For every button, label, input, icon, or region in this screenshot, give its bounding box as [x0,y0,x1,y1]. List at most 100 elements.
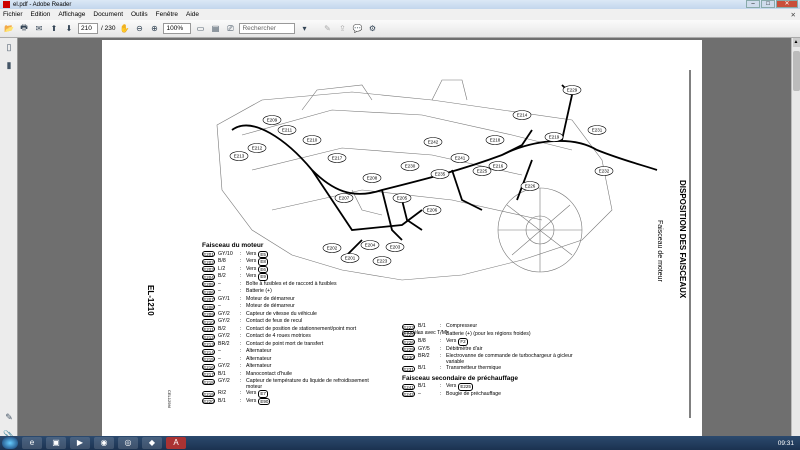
fit-width-icon[interactable]: ▤ [211,24,220,33]
scrollbar-thumb[interactable] [792,51,800,91]
connector-text: E209 [267,118,278,123]
connector-description: Compresseur [446,323,478,329]
separator: : [240,318,242,324]
zoom-out-icon[interactable]: ⊖ [136,24,143,33]
attachments-panel-icon[interactable]: 📎 [3,430,15,440]
scroll-up-icon[interactable]: ▲ [792,38,800,47]
separator: : [240,310,242,317]
connector-code: E223 [402,323,415,330]
separator: : [440,365,442,371]
menu-document[interactable]: Document [93,11,123,18]
reference-connector: F2 [458,338,468,346]
hand-tool-icon[interactable]: ✋ [119,24,130,33]
connector-text: E211 [282,128,293,133]
page-total: / 230 [101,25,116,32]
page-number-input[interactable]: 210 [78,23,98,34]
menu-outils[interactable]: Outils [131,11,148,18]
connector-text: E213 [234,154,245,159]
prev-page-icon[interactable]: ⬆ [50,24,58,33]
connector-description: Batterie (+) [246,288,272,294]
connector-description: Moteur de démarreur [246,295,295,302]
taskbar-app-icon[interactable]: ◆ [142,437,162,449]
connector-description: Capteur de vitesse du véhicule [246,310,317,317]
separator: : [240,355,242,362]
connector-description: Bougie de préchauffage [446,390,501,397]
separator: : [240,295,242,302]
connector-label-e209: E209 [262,115,282,125]
separator: : [240,378,242,384]
pages-panel-icon[interactable]: ▯ [6,42,12,52]
wire-color: GY/2 [218,363,230,369]
wire-color: L/2 [218,265,226,272]
taskbar-media-icon[interactable]: ▶ [70,437,90,449]
close-button[interactable]: ✕ [776,0,798,8]
reference-connector: E7 [258,390,268,398]
tools-icon[interactable]: ⚙ [368,24,377,33]
wire-color: B/1 [218,397,226,404]
open-icon[interactable]: 📂 [4,24,14,33]
wire-color: B/8 [418,338,426,344]
connector-code: E203 [202,266,215,272]
note-manual-transmission: (modèles avec T/M) [402,330,448,338]
menu-close-icon[interactable]: ✕ [790,11,796,19]
minimize-button[interactable]: – [746,0,760,8]
clock: 09:31 [777,439,794,447]
connector-description: Transmetteur thermique [446,365,502,371]
wire-color: – [218,288,221,294]
menu-fichier[interactable]: Fichier [3,11,23,18]
page-code-vertical: EL-1210 [146,285,155,316]
connector-code: E230 [402,353,415,360]
sign-icon[interactable]: ✎ [324,24,331,33]
share-icon[interactable]: ⇪ [339,24,346,33]
menu-affichage[interactable]: Affichage [58,11,86,18]
menu-edition[interactable]: Edition [30,11,51,18]
connector-text: E235 [435,172,446,177]
page-subtitle-vertical: Faisceau de moteur [656,220,663,283]
mail-icon[interactable]: ✉ [35,24,43,33]
comments-panel-icon[interactable]: ✎ [5,412,13,422]
separator: : [240,348,242,354]
read-mode-icon[interactable]: ⎚ [227,23,234,33]
start-button[interactable] [2,437,18,449]
wire-color: – [218,355,221,362]
maximize-button[interactable]: □ [761,0,775,8]
connector-text: E241 [455,156,466,161]
taskbar-chrome-icon[interactable]: ◎ [118,437,138,449]
connector-text: E219 [549,135,560,140]
connector-description: Electrovanne de commande de turbochargeu… [446,353,573,365]
vertical-scrollbar[interactable]: ▲ [791,38,800,436]
footer-code-vertical: CEL129M [167,390,172,408]
connector-text: E205 [397,196,408,201]
connector-code: E225 [402,331,415,337]
connector-label-e235: E235 [430,169,450,179]
search-dropdown-icon[interactable]: ▾ [302,24,307,33]
connector-description: Vers [246,390,257,396]
zoom-select[interactable]: 100% [163,23,192,34]
taskbar-firefox-icon[interactable]: ◉ [94,437,114,449]
zoom-in-icon[interactable]: ⊕ [151,24,158,33]
taskbar-ie-icon[interactable]: e [22,437,42,449]
connector-text: E225 [477,169,488,174]
bookmarks-panel-icon[interactable]: ▮ [6,60,12,70]
search-input[interactable]: Rechercher [239,23,296,34]
taskbar-explorer-icon[interactable]: ▣ [46,437,66,449]
menu-fenetre[interactable]: Fenêtre [155,11,179,18]
connector-text: E204 [365,243,376,248]
print-icon[interactable]: 🖶 [20,22,28,32]
comment-icon[interactable]: 💬 [352,24,363,33]
taskbar-adobe-icon[interactable]: A [166,437,186,449]
fit-page-icon[interactable]: ▭ [196,24,205,33]
next-page-icon[interactable]: ⬇ [65,24,73,33]
menu-aide[interactable]: Aide [186,11,200,18]
